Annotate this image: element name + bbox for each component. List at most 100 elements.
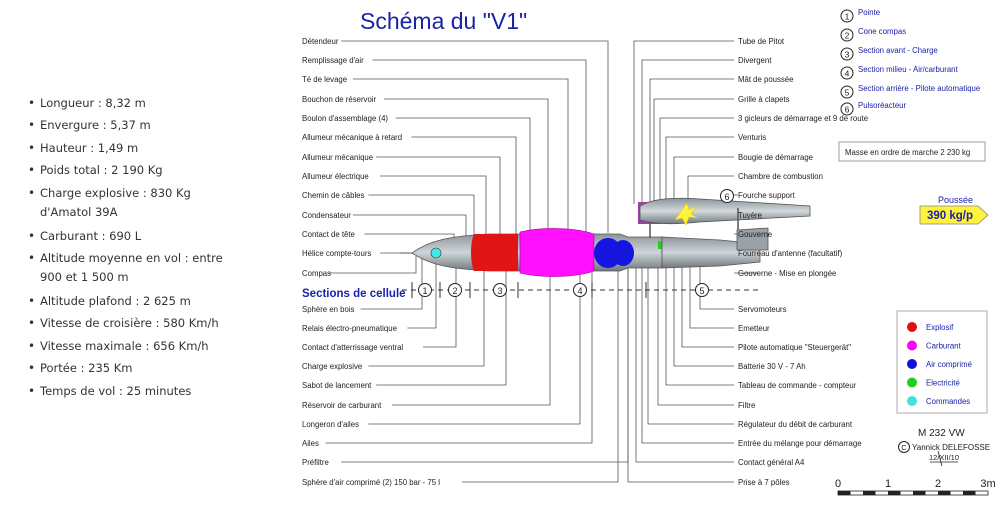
left-callout-label: Longeron d'ailes <box>302 420 359 429</box>
spec-item: Charge explosive : 830 Kg d'Amatol 39A <box>26 184 231 222</box>
left-callout-label: Allumeur mécanique à retard <box>302 133 402 142</box>
left-callout-label: Compas <box>302 269 331 278</box>
section-legend-number: 2 <box>845 31 850 41</box>
right-callout-label: Gouverne - Mise en plongée <box>738 269 836 278</box>
leader-line <box>681 249 734 348</box>
left-callout-label: Sphère d'air comprimé (2) 150 bar - 75 l <box>302 478 440 487</box>
spec-item: Vitesse de croisière : 580 Km/h <box>26 312 231 335</box>
scale-bar-segment <box>913 491 926 495</box>
leader-line <box>633 40 734 204</box>
right-callout-label: Venturis <box>738 133 766 142</box>
tail-fuselage <box>661 236 761 269</box>
left-callout-label: Té de levage <box>302 75 347 84</box>
leader-line <box>376 270 507 386</box>
section-legend-label: Section milieu - Air/carburant <box>858 65 959 74</box>
right-callout-label: Tube de Pitot <box>738 37 785 46</box>
right-callout-label: Tableau de commande - compteur <box>738 381 857 390</box>
right-callout-label: Prise à 7 pôles <box>738 478 790 487</box>
color-legend-swatch <box>907 340 917 351</box>
leader-line <box>352 214 467 242</box>
left-callout-label: Sabot de lancement <box>302 381 372 390</box>
leader-line <box>649 78 734 224</box>
left-callout-label: Bouchon de réservoir <box>302 95 377 104</box>
signature-stroke <box>930 450 958 467</box>
thrust-label: Poussée <box>938 195 973 205</box>
section-marker-number: 2 <box>452 286 457 296</box>
right-callout-label: Fourche support <box>738 191 796 200</box>
right-callout-label: Fourreau d'antenne (facultatif) <box>738 249 843 258</box>
left-callout-label: Préfiltre <box>302 458 329 467</box>
section-legend-marker <box>840 47 854 61</box>
leader-line <box>641 59 734 205</box>
color-legend-swatch <box>907 396 917 406</box>
section-marker <box>448 283 462 297</box>
model-code: M 232 VW <box>918 428 965 439</box>
right-callout-label: Régulateur du débit de carburant <box>738 420 853 429</box>
section-marker <box>493 283 507 297</box>
color-legend-label: Air comprimé <box>926 360 972 369</box>
right-callout-label: Grille à clapets <box>738 95 790 104</box>
right-callout-label: Bougie de démarrage <box>738 153 813 162</box>
engine-marker-label: 6 <box>724 192 729 202</box>
right-callout-label: Contact général A4 <box>738 458 805 467</box>
left-callout-label: Allumeur mécanique <box>302 153 373 162</box>
right-callout-label: Gouverne <box>738 230 772 239</box>
scale-bar-segment <box>963 491 976 495</box>
mass-box: Masse en ordre de marche 2 230 kg <box>838 141 986 162</box>
scale-tick-label: 1 <box>885 478 891 490</box>
section-legend-label: Cone compas <box>858 27 906 36</box>
mass-text: Masse en ordre de marche 2 230 kg <box>845 148 970 157</box>
left-callout-label: Charge explosive <box>302 362 362 371</box>
section-legend-label: Pulsoréacteur <box>858 101 907 110</box>
left-callout-label: Détendeur <box>302 37 339 46</box>
thrust-indicator: Poussée 390 kg/p <box>919 195 989 225</box>
leader-line <box>360 258 423 310</box>
thrust-value: 390 kg/p <box>927 210 973 222</box>
leader-lines <box>325 40 790 483</box>
right-callout-label: Tuyère <box>738 211 762 220</box>
scale-bar-segment <box>938 491 951 495</box>
leader-line <box>329 256 417 274</box>
leader-line <box>665 136 734 200</box>
specifications-list: Longueur : 8,32 mEnvergure : 5,37 mHaute… <box>26 92 231 402</box>
leader-line <box>627 268 734 483</box>
left-callout-label: Remplissage d'air <box>302 56 364 65</box>
left-callout-label: Boulon d'assemblage (4) <box>302 114 388 123</box>
leader-line <box>352 78 569 232</box>
combustion-flash <box>674 202 699 226</box>
leader-line <box>689 267 734 329</box>
spec-item: Portée : 235 Km <box>26 357 231 380</box>
leader-line <box>653 98 734 202</box>
scale-tick-label: 2 <box>935 478 941 490</box>
section-marker <box>418 283 432 297</box>
section-legend-label: Pointe <box>858 8 880 17</box>
right-callout-label: Mât de poussée <box>738 75 793 84</box>
leader-line <box>673 156 734 210</box>
left-callout-label: Relais électro-pneumatique <box>302 324 397 333</box>
section-legend-number: 6 <box>845 105 850 115</box>
thrust-arrow <box>919 205 989 225</box>
spec-item: Envergure : 5,37 m <box>26 114 231 137</box>
section-legend-marker <box>840 66 854 80</box>
leader-line <box>635 266 734 463</box>
section-legend-number: 4 <box>845 69 850 79</box>
left-callout-label: Contact de tête <box>302 230 355 239</box>
v1-missile <box>400 197 811 277</box>
drawing-date: 12/XII/10 <box>929 453 959 462</box>
right-callout-label: Emetteur <box>738 324 770 333</box>
leader-line <box>659 117 734 201</box>
section-marker-number: 1 <box>422 286 427 296</box>
scale-tick-label: 0 <box>835 478 841 490</box>
left-callout-label: Sphère en bois <box>302 305 355 314</box>
left-callout-label: Réservoir de carburant <box>302 401 382 410</box>
leader-line <box>368 194 475 240</box>
leader-line <box>384 98 549 232</box>
color-legend-label: Electricité <box>926 379 960 388</box>
leader-line <box>380 175 487 238</box>
leader-line <box>665 266 734 386</box>
